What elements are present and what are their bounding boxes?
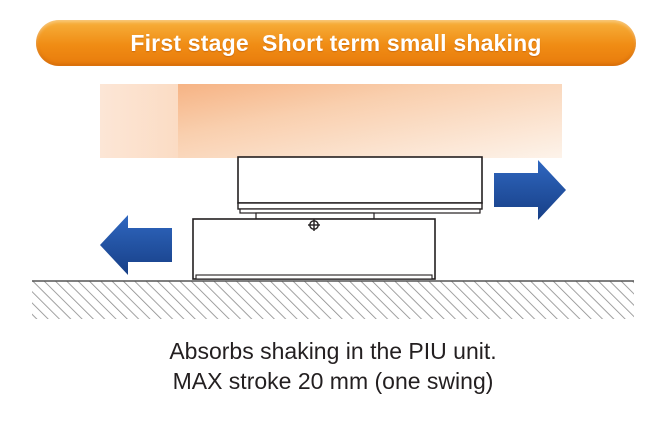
motion-band <box>100 84 562 158</box>
base-block <box>192 218 436 280</box>
caption-line-2: MAX stroke 20 mm (one swing) <box>172 368 494 394</box>
stage-banner: First stage Short term small shaking <box>36 20 636 66</box>
ground <box>32 280 634 319</box>
crosshair-icon <box>308 219 320 231</box>
arrow-left-icon <box>100 215 172 275</box>
arrow-right-icon <box>494 160 566 220</box>
caption-line-1: Absorbs shaking in the PIU unit. <box>169 338 497 364</box>
stage-banner-title: First stage Short term small shaking <box>130 29 542 56</box>
upper-block <box>237 156 483 214</box>
slide-connector <box>255 212 375 220</box>
